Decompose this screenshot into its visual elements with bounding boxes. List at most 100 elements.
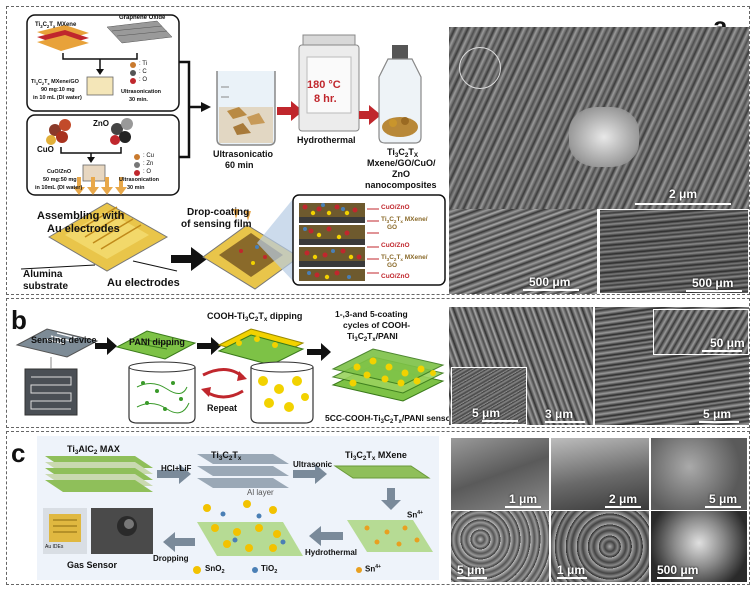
panel-c-schematic (37, 436, 439, 580)
panel-c-label: c (11, 438, 26, 468)
sem-b-scale-4: 5 μm (703, 407, 732, 421)
au-electrodes-label: Au electrodes (47, 223, 120, 235)
mxene-stack-icon (37, 25, 89, 51)
sem-b-scale-2: 3 μm (545, 407, 574, 421)
legend2-zn: : Zn (143, 161, 154, 167)
temp-label: 180 °C (307, 79, 341, 91)
layer-label-3: CuO/ZnO (381, 242, 410, 249)
ti3c2tx-label: Ti3C2Tx (211, 450, 242, 462)
hours-label: 8 hr. (314, 93, 337, 105)
panel-a-schematic (20, 14, 446, 290)
sem-c-scale-3: 5 μm (709, 492, 738, 506)
legend1-ti: : Ti (139, 61, 148, 67)
layer-label-0: CuO/ZnO (381, 204, 410, 211)
layer-label-2: GO (387, 224, 398, 231)
bottle-icon (378, 45, 422, 144)
mix2-line1: CuO/ZnO (47, 169, 72, 175)
layer-label-1: Ti3C2Tx MXene/ (381, 216, 428, 224)
al-layer-label: Al layer (247, 488, 274, 497)
panel-b-schematic (15, 328, 445, 424)
repeat-label: Repeat (207, 403, 238, 413)
product-line3: ZnO (392, 169, 410, 179)
sem-image-c-5: 1 μm (551, 511, 649, 582)
alumina-label: Alumina (23, 269, 63, 280)
sem-b-scale-3: 50 μm (710, 336, 745, 350)
ultra2-time: 30 min (127, 185, 145, 191)
hydro-c-label: Hydrothermal (305, 548, 358, 557)
assemble-label: Assembling with (37, 210, 125, 222)
sem-image-a-main: 2 μm (449, 27, 749, 209)
layer-label-5: GO (387, 262, 398, 269)
sem-image-b-right: 50 μm 5 μm (595, 307, 749, 425)
ultrasonication-beaker-icon (216, 71, 276, 146)
product-line2: Mxene/GO/CuO/ (367, 158, 436, 168)
sem-a-scale-3: 500 μm (692, 276, 734, 290)
cycles-label-1: 1-,3-and 5-coating (335, 309, 408, 319)
sem-a-scale-1: 2 μm (669, 187, 698, 201)
mxene-label: Ti3C2Tx MXene (35, 22, 77, 29)
sn-label: Sn4+ (407, 510, 423, 520)
product-line4: nanocomposites (365, 180, 437, 190)
legend1-o: : O (139, 77, 148, 83)
zno-label: ZnO (93, 119, 109, 128)
mix2-line2: 50 mg:50 mg (43, 177, 77, 183)
drop-label-1: Drop-coating (187, 207, 250, 218)
cooh-dipping-label: COOH-Ti3C2Tx dipping (207, 311, 303, 323)
sem-c-scale-4: 5 μm (457, 563, 486, 577)
sem-image-c-3: 5 μm (651, 438, 747, 510)
zno-particles-icon (110, 118, 133, 145)
graphene-oxide-icon (106, 20, 173, 44)
cycles-label-2: cycles of COOH- (343, 320, 411, 330)
sem-c-scale-2: 2 μm (609, 492, 638, 506)
sensor-label: 5CC-COOH-Ti3C2Tx/PANI sensor (325, 413, 455, 425)
sno2-legend: SnO2 (205, 564, 225, 575)
panel-b: b Sensi (6, 298, 750, 428)
go-label: Graphene Oxide (119, 15, 166, 21)
sem-image-c-6: 500 μm (651, 511, 747, 582)
cuo-particles-icon (46, 119, 71, 145)
ultra1-time: 30 min. (129, 97, 148, 103)
sem-b-scale-1: 5 μm (472, 406, 501, 420)
sem-c-scale-6: 500 μm (657, 563, 699, 577)
layer-label-6: CuO/ZnO (381, 273, 410, 280)
sem-c-scale-1: 1 μm (509, 492, 538, 506)
hydro-label: Hydrothermal (297, 135, 356, 145)
ti3c2tx-stack-icon (197, 454, 289, 488)
dropping-label: Dropping (153, 554, 189, 563)
ultra1-label: Ultrasonication (121, 89, 162, 95)
mix1-line3: in 10 mL (DI water) (33, 95, 82, 101)
sem-image-a-bl: 500 μm (449, 209, 597, 294)
mix2-line3: in 10mL (DI water) (35, 185, 83, 191)
sem-image-c-2: 2 μm (551, 438, 649, 510)
gas-sensor-label: Gas Sensor (67, 560, 118, 570)
panel-a: a (6, 6, 750, 295)
etch-label: HCl+LiF (161, 464, 192, 473)
panel-b-label: b (11, 305, 27, 335)
sem-c-scale-5: 1 μm (557, 563, 586, 577)
ultra3-label: Ultrasonicatio (213, 149, 274, 159)
cycles-label-3: Ti3C2Tx/PANI (347, 331, 398, 343)
mix1-line2: 90 mg:10 mg (41, 87, 75, 93)
drop-label-2: of sensing film (181, 219, 252, 230)
product-line1: Ti3C2TX (387, 147, 419, 159)
ultra3-time: 60 min (225, 160, 254, 170)
au-ides-label: Au IDEs (45, 544, 64, 550)
ultra2-label: Ultrasonication (119, 177, 160, 183)
sn-legend: Sn4+ (365, 564, 381, 574)
sem-image-a-br: 500 μm (599, 209, 749, 294)
legend1-c: : C (139, 69, 147, 75)
legend2-o: : O (143, 169, 152, 175)
sem-image-b-left: 5 μm 3 μm (449, 307, 593, 425)
autoclave-icon (298, 34, 360, 132)
sem-image-c-1: 1 μm (451, 438, 549, 510)
cuo-label: CuO (37, 145, 54, 154)
ultrasonic-label: Ultrasonic (293, 460, 333, 469)
max-phase-stack-icon (45, 456, 153, 492)
mix1-line1: Ti3C2Tx MXene/GO (31, 79, 79, 86)
sem-a-scale-2: 500 μm (529, 275, 571, 289)
tio2-legend: TiO2 (261, 564, 278, 575)
pani-dipping-label: PANI dipping (129, 337, 185, 347)
au-electrodes-label-2: Au electrodes (107, 277, 180, 289)
sem-image-c-4: 5 μm (451, 511, 549, 582)
coated-sensor-stack-icon (331, 348, 445, 402)
